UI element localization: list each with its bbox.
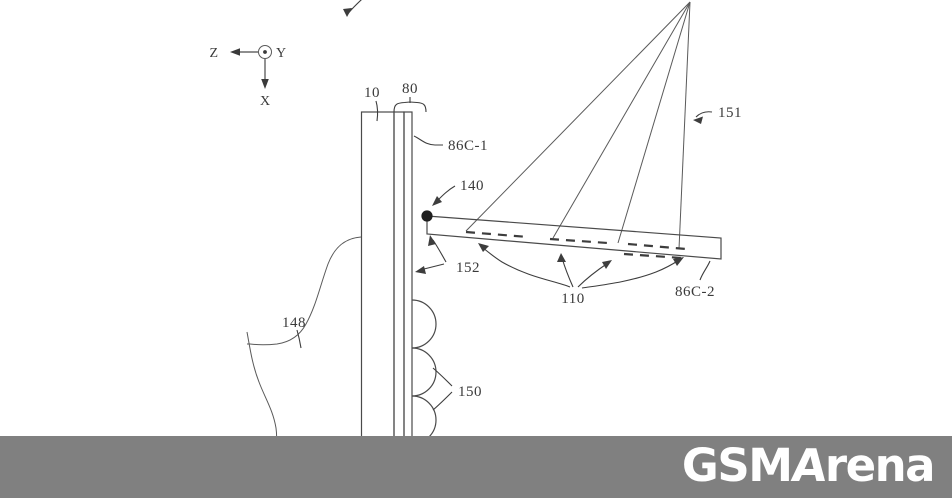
watermark-text-a: A	[788, 439, 828, 492]
ray-3	[617, 1, 691, 244]
leader-150: 150	[432, 367, 482, 411]
angled-light-guide-bar	[421, 210, 722, 260]
watermark-text-after: rena	[824, 439, 936, 492]
hinge-pivot-dot	[421, 210, 433, 222]
axis-indicator: Z Y X	[209, 45, 286, 109]
y-axis-out-of-page-icon	[258, 45, 272, 59]
watermark-logo: GSMArena	[681, 439, 936, 492]
ray-4	[678, 1, 691, 250]
dashed-group-2	[549, 237, 609, 245]
leader-10: 10	[364, 85, 380, 122]
bump-2	[411, 347, 437, 397]
ref-label-80: 80	[402, 81, 418, 97]
axis-label-y: Y	[276, 46, 286, 61]
ref-label-150: 150	[458, 384, 482, 400]
ref-label-140: 140	[460, 178, 484, 194]
ref-label-86c1: 86C-1	[448, 138, 488, 154]
leader-140: 140	[432, 178, 484, 206]
ray-2	[552, 1, 691, 239]
angled-bar-outline	[426, 215, 722, 260]
break-curve-upper	[247, 236, 362, 346]
ref-label-148: 148	[282, 315, 306, 331]
leaders-152: 152	[415, 235, 480, 276]
leader-151: 151	[693, 105, 742, 124]
ref-label-151: 151	[718, 105, 742, 121]
watermark-text-before: GSM	[681, 439, 793, 492]
ref-label-86c2: 86C-2	[675, 284, 715, 300]
leader-148: 148	[282, 315, 306, 349]
leaders-110: 110	[478, 243, 684, 307]
thickness-bracket-80: 80	[393, 81, 427, 113]
dashed-group-3	[627, 242, 687, 251]
bump-1	[411, 299, 437, 349]
top-cutoff-leader-arrow	[343, 0, 362, 17]
ray-1	[465, 1, 691, 232]
leader-86c2: 86C-2	[675, 260, 715, 300]
leader-86c1: 86C-1	[413, 135, 488, 154]
dashed-group-4	[623, 252, 683, 260]
ref-label-152: 152	[456, 260, 480, 276]
axis-label-x: X	[260, 94, 270, 109]
watermark-bar	[0, 436, 952, 498]
ref-label-110: 110	[561, 291, 584, 307]
converging-rays-group	[465, 1, 691, 250]
axis-label-z: Z	[209, 46, 218, 61]
ref-label-10: 10	[364, 85, 380, 101]
dashed-group-1	[465, 230, 529, 239]
panel-layer-inner	[403, 111, 413, 498]
